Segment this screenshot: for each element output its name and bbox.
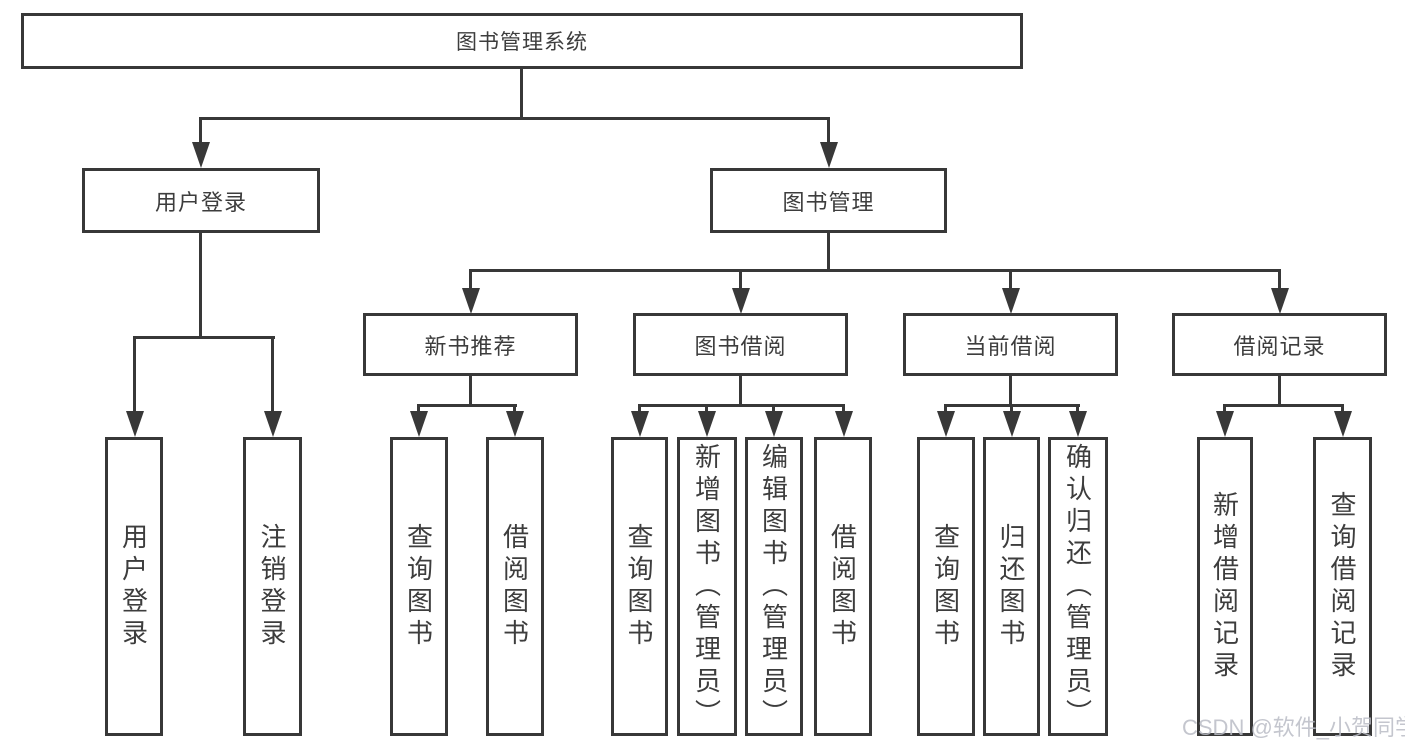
connector-line — [1278, 271, 1281, 290]
connector-line — [513, 406, 516, 414]
connector-line — [133, 338, 136, 413]
node-user-login-action: 用户登录 — [105, 437, 163, 736]
connector-line — [469, 376, 472, 406]
connector-line — [469, 269, 1281, 272]
connector-line — [199, 231, 202, 338]
connector-line — [1341, 406, 1344, 414]
node-current-borrowing: 当前借阅 — [903, 313, 1118, 376]
connector-line — [1009, 376, 1012, 406]
connector-line — [1010, 406, 1013, 414]
arrowhead-down-icon — [1216, 411, 1234, 437]
arrowhead-down-icon — [732, 288, 750, 314]
arrowhead-down-icon — [1003, 411, 1021, 437]
connector-line — [520, 68, 523, 120]
arrowhead-down-icon — [506, 411, 524, 437]
arrowhead-down-icon — [410, 411, 428, 437]
arrowhead-down-icon — [192, 142, 210, 168]
connector-line — [827, 119, 830, 145]
arrowhead-down-icon — [1002, 288, 1020, 314]
node-user-login: 用户登录 — [82, 168, 320, 233]
connector-line — [1223, 406, 1226, 414]
node-add-borrow-record: 新增借阅记录 — [1197, 437, 1253, 736]
csdn-watermark: CSDN @软件_小贺同学 — [1182, 715, 1405, 740]
connector-line — [944, 404, 1080, 407]
connector-line — [199, 117, 830, 120]
node-book-borrowing: 图书借阅 — [633, 313, 848, 376]
arrowhead-down-icon — [820, 142, 838, 168]
connector-line — [271, 338, 274, 413]
connector-line — [469, 271, 472, 290]
arrowhead-down-icon — [698, 411, 716, 437]
node-add-book-admin: 新增图书（管理员） — [677, 437, 737, 736]
arrowhead-down-icon — [264, 411, 282, 437]
node-library-management-system: 图书管理系统 — [21, 13, 1023, 69]
node-return-books: 归还图书 — [983, 437, 1040, 736]
node-edit-book-admin: 编辑图书（管理员） — [745, 437, 803, 736]
connector-line — [827, 233, 830, 272]
arrowhead-down-icon — [765, 411, 783, 437]
connector-line — [739, 271, 742, 290]
connector-line — [772, 406, 775, 414]
node-borrowing-records: 借阅记录 — [1172, 313, 1387, 376]
arrowhead-down-icon — [1069, 411, 1087, 437]
node-new-book-recommendation: 新书推荐 — [363, 313, 578, 376]
arrowhead-down-icon — [835, 411, 853, 437]
connector-line — [417, 404, 517, 407]
node-query-borrow-record: 查询借阅记录 — [1313, 437, 1372, 736]
node-borrow-books: 借阅图书 — [814, 437, 872, 736]
connector-line — [1223, 404, 1344, 407]
node-borrow-books-recommend: 借阅图书 — [486, 437, 544, 736]
node-confirm-return-admin: 确认归还（管理员） — [1048, 437, 1108, 736]
connector-line — [638, 406, 641, 414]
node-book-management: 图书管理 — [710, 168, 947, 233]
arrowhead-down-icon — [631, 411, 649, 437]
node-logout: 注销登录 — [243, 437, 302, 736]
arrowhead-down-icon — [462, 288, 480, 314]
connector-line — [705, 406, 708, 414]
arrowhead-down-icon — [1334, 411, 1352, 437]
connector-line — [417, 406, 420, 414]
node-query-books-current: 查询图书 — [917, 437, 975, 736]
node-query-books-recommend: 查询图书 — [390, 437, 448, 736]
arrowhead-down-icon — [126, 411, 144, 437]
node-query-books-borrowing: 查询图书 — [611, 437, 668, 736]
connector-line — [638, 404, 845, 407]
connector-line — [944, 406, 947, 414]
connector-line — [199, 119, 202, 145]
connector-line — [1009, 271, 1012, 290]
connector-line — [1076, 406, 1079, 414]
connector-line — [739, 376, 742, 406]
connector-line — [1278, 376, 1281, 406]
arrowhead-down-icon — [937, 411, 955, 437]
connector-line — [842, 406, 845, 414]
arrowhead-down-icon — [1271, 288, 1289, 314]
connector-line — [133, 336, 275, 339]
